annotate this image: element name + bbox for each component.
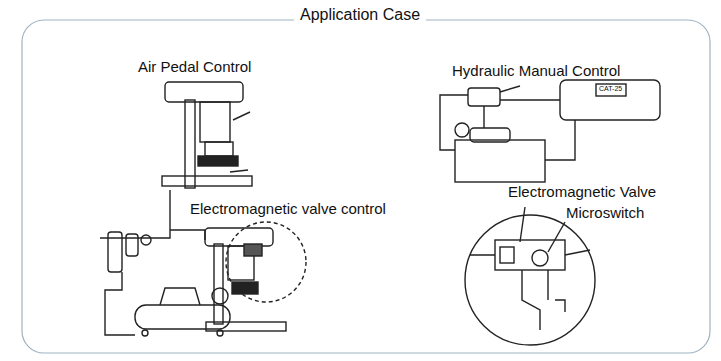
air-hose <box>170 230 205 240</box>
drill-press-bottom <box>205 222 306 331</box>
part-label: Air Pedal Control <box>138 58 251 75</box>
diagram-title: Application Case <box>294 6 426 24</box>
part-label: CAT-25 <box>599 85 622 93</box>
air-filter <box>100 232 160 272</box>
air-compressor <box>135 288 230 336</box>
leader-line <box>520 207 525 242</box>
frame <box>22 20 710 353</box>
air-hose <box>105 272 135 335</box>
leader-line <box>548 222 565 252</box>
part-label: Microswitch <box>566 204 644 221</box>
part-label: Hydraulic Manual Control <box>452 62 620 79</box>
valve-detail <box>465 207 595 345</box>
hydraulic-unit <box>440 80 660 182</box>
part-label: Electromagnetic Valve <box>508 183 656 200</box>
air-hose <box>160 190 170 238</box>
part-label: Electromagnetic valve control <box>190 200 386 217</box>
drill-press-top <box>162 82 252 188</box>
